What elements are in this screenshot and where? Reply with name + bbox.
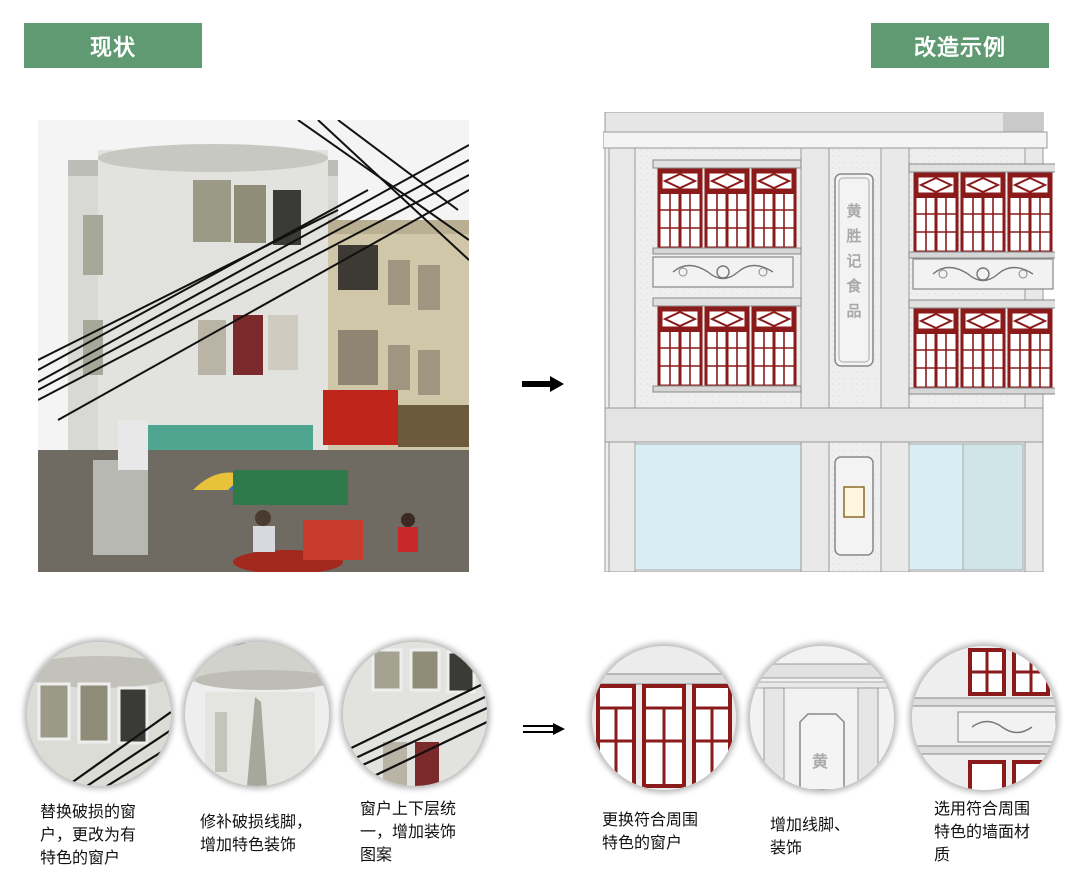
caption-wall-material: 选用符合周围 特色的墙面材 质 <box>934 799 1031 864</box>
double-right-arrow-icon <box>523 721 565 737</box>
detail-circle-molding-new: 黄 <box>750 646 894 790</box>
current-label: 现状 <box>24 23 202 68</box>
sign-char: 品 <box>846 302 862 320</box>
renovation-elevation-drawing: 黄 胜 记 食 品 <box>603 112 1055 572</box>
caption-add-molding: 增加线脚、 装饰 <box>770 815 851 857</box>
shop-sign-text: 黄 胜 记 食 品 <box>835 200 873 321</box>
caption-new-windows: 更换符合周围 特色的窗户 <box>602 810 699 852</box>
detail-circle-molding-current <box>185 642 329 786</box>
example-label: 改造示例 <box>871 23 1049 68</box>
current-building-photo <box>38 120 469 572</box>
sign-char: 食 <box>846 277 862 295</box>
detail-circle-wall-material-new <box>912 646 1056 790</box>
sign-char: 胜 <box>846 227 862 245</box>
caption-repair-molding: 修补破损线脚， 增加特色装饰 <box>200 812 313 854</box>
detail-circle-windows-current <box>27 642 171 786</box>
caption-replace-windows: 替换破损的窗 户，更改为有 特色的窗户 <box>40 802 137 867</box>
sign-char: 记 <box>846 252 862 270</box>
sign-char: 黄 <box>846 202 862 220</box>
shop-sign-char-detail: 黄 <box>812 752 829 771</box>
detail-circle-windows-stacked-current <box>343 642 487 786</box>
detail-circle-windows-new <box>592 646 736 790</box>
caption-unify-windows: 窗户上下层统 一，增加装饰 图案 <box>360 799 457 864</box>
right-arrow-icon <box>522 376 564 392</box>
